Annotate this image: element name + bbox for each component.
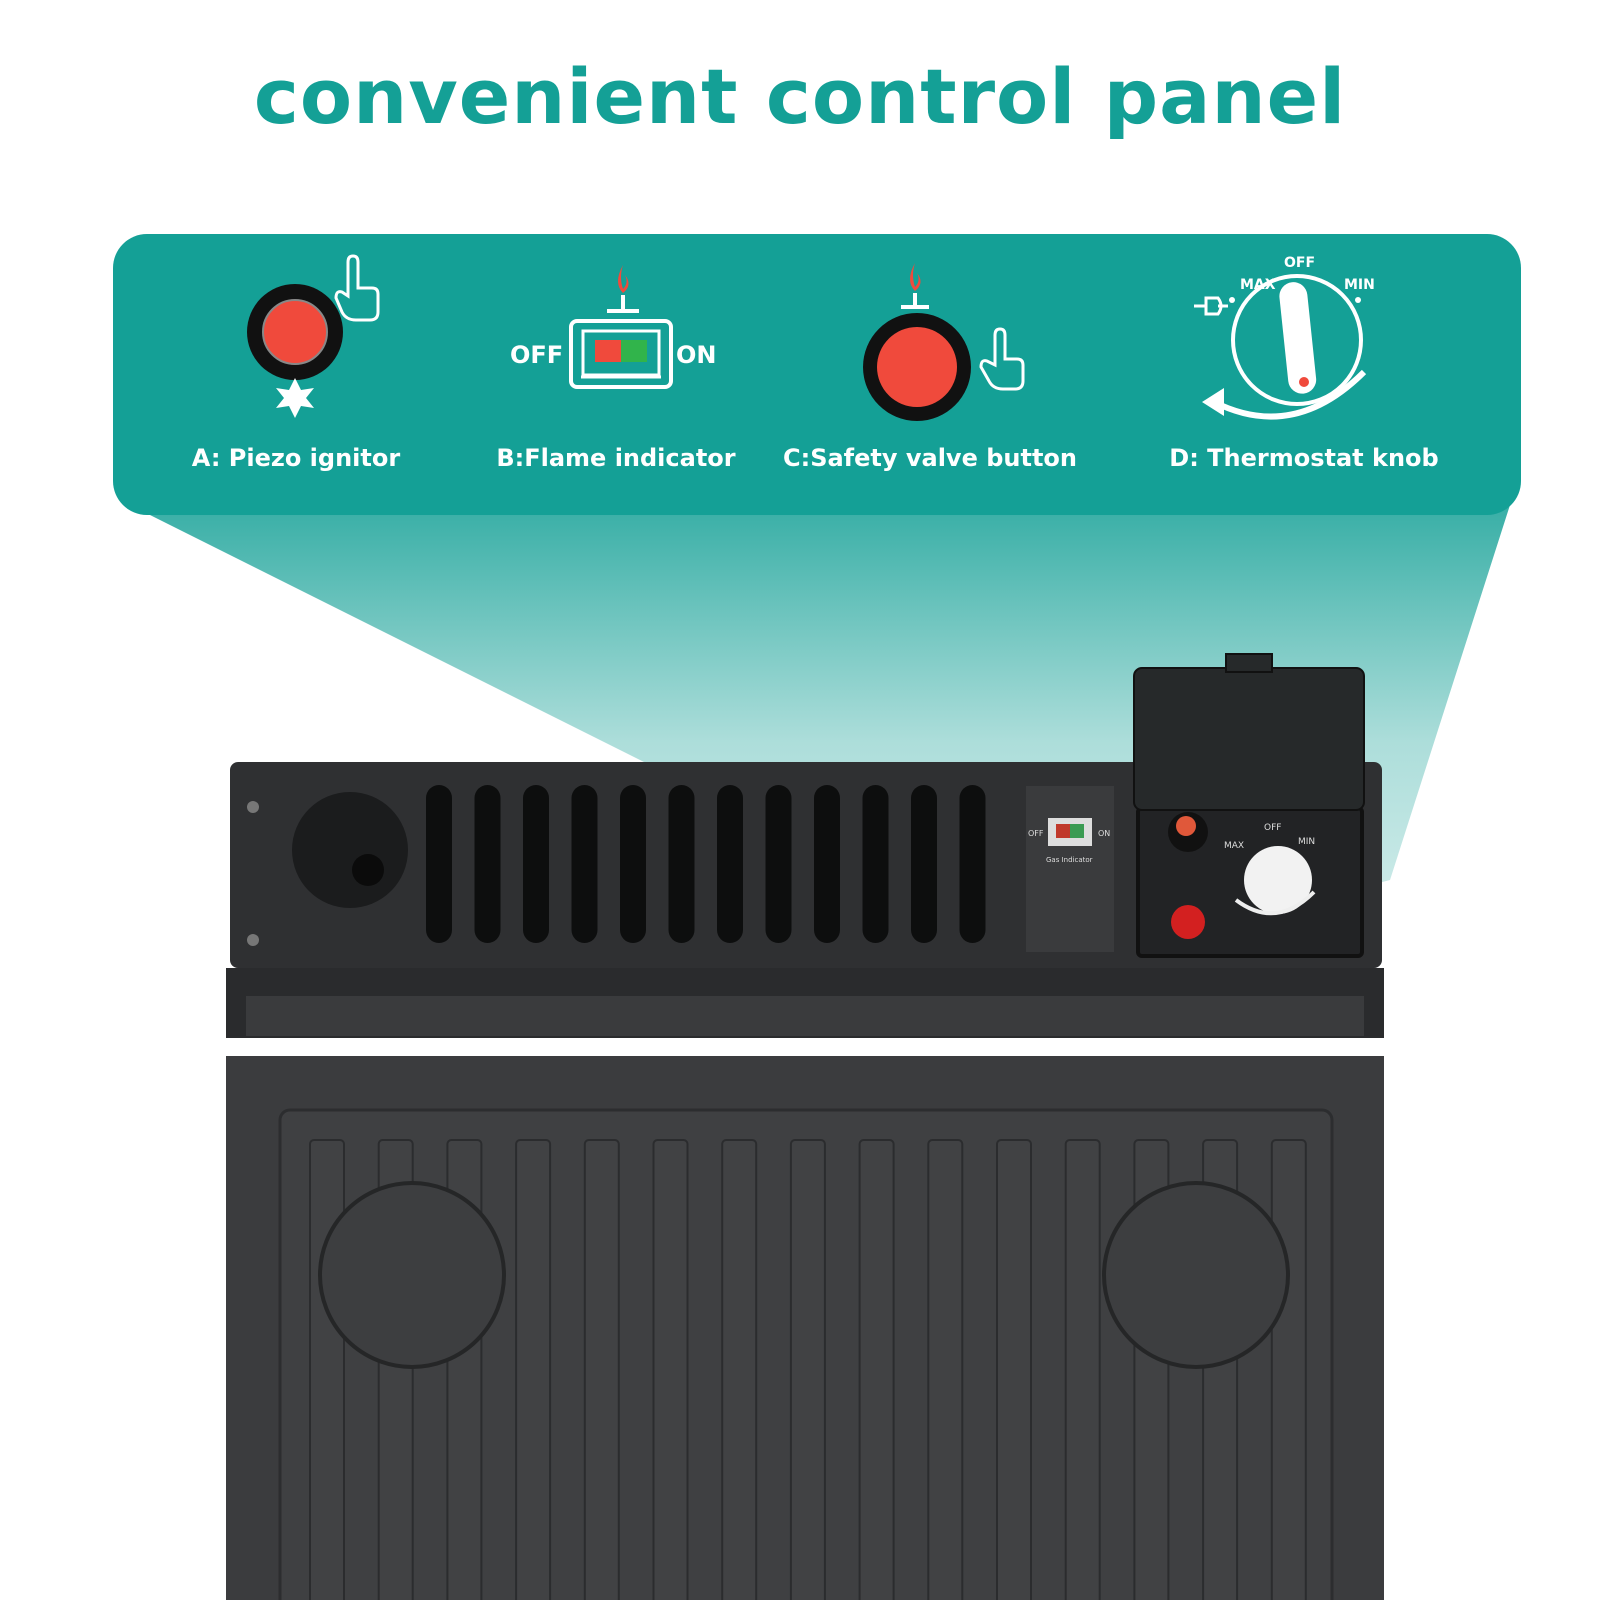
door-recess-right: [1102, 1181, 1290, 1369]
flame-indicator-icon: OFF ON: [510, 265, 717, 389]
vent-slot: [959, 785, 986, 943]
door-rib: [309, 1139, 345, 1600]
thermo-max-label: MAX: [1240, 277, 1276, 293]
door-ribs: [309, 1139, 1307, 1600]
flame-on-label: ON: [676, 341, 717, 369]
safety-valve-icon: [863, 263, 1025, 421]
vent-slots: [426, 785, 986, 943]
vent-slot: [765, 785, 792, 943]
label-safety-valve: C:Safety valve button: [782, 444, 1077, 472]
device-on-label: ON: [1098, 829, 1110, 838]
door-rib: [1270, 1139, 1307, 1600]
control-box-lid[interactable]: [1133, 667, 1365, 811]
screw-icon: [247, 934, 259, 946]
door-rib: [789, 1139, 826, 1600]
vent-slot: [911, 785, 937, 943]
vent-slot: [814, 785, 840, 943]
device-off-label: OFF: [1028, 829, 1044, 838]
door-rib: [721, 1139, 758, 1600]
flame-off-label: OFF: [510, 341, 563, 369]
vent-slot: [717, 785, 743, 943]
piezo-ignitor-icon: [247, 254, 380, 418]
vent-slot: [668, 785, 695, 943]
label-thermostat-knob: D: Thermostat knob: [1169, 444, 1439, 472]
page-title: convenient control panel: [253, 52, 1347, 141]
vent-slot: [426, 785, 452, 943]
device-knob-max-label: MAX: [1224, 841, 1244, 851]
vent-slot: [474, 785, 501, 943]
door-rib: [996, 1139, 1032, 1600]
fan-opening: [292, 792, 408, 908]
label-piezo-ignitor: A: Piezo ignitor: [191, 444, 401, 472]
thermo-min-label: MIN: [1344, 277, 1375, 293]
device-knob-off-label: OFF: [1264, 823, 1281, 833]
label-flame-indicator: B:Flame indicator: [496, 444, 736, 472]
door-rib: [927, 1139, 964, 1600]
vent-slot: [571, 785, 598, 943]
device-knob-min-label: MIN: [1298, 837, 1315, 847]
thermo-off-label: OFF: [1284, 255, 1315, 271]
door-rib: [515, 1139, 552, 1600]
door-rib: [652, 1139, 689, 1600]
vent-slot: [620, 785, 646, 943]
device-safety-valve-button[interactable]: [1171, 905, 1205, 939]
door-rib: [583, 1139, 620, 1600]
thermostat-knob-icon: MAX OFF MIN: [1194, 255, 1375, 420]
gas-indicator-plate: [1026, 786, 1114, 952]
vent-slot: [523, 785, 549, 943]
screw-icon: [247, 801, 259, 813]
door-rib: [858, 1139, 895, 1600]
vent-slot: [862, 785, 889, 943]
device-thermostat-knob[interactable]: [1244, 846, 1312, 914]
door-recess-left: [318, 1181, 506, 1369]
gas-indicator-label: Gas Indicator: [1046, 856, 1093, 864]
door-rib: [1064, 1139, 1101, 1600]
